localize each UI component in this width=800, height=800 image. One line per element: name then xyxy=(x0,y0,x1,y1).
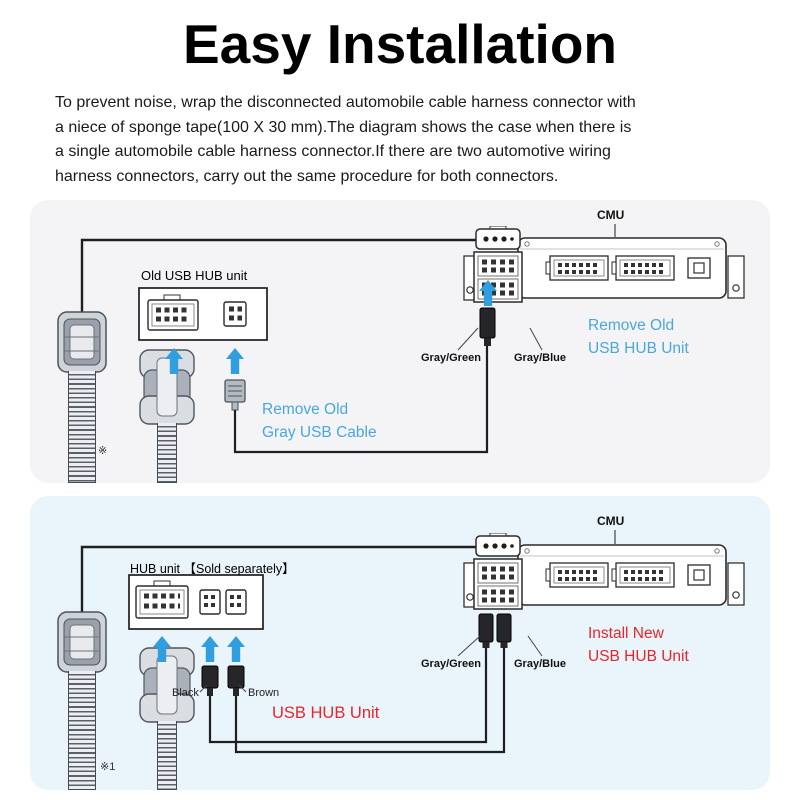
ribbed-cable xyxy=(68,671,96,790)
port-label-gray-blue: Gray/Blue xyxy=(514,658,566,670)
ribbed-cable xyxy=(157,423,177,483)
footnote-mark: ※1 xyxy=(100,761,116,773)
old-setup-diagram xyxy=(57,224,770,454)
black-connector xyxy=(201,665,219,696)
gray-usb-cable-wire xyxy=(233,346,489,454)
cmu-unit-drawing xyxy=(464,533,744,609)
black-label-leader xyxy=(199,684,208,693)
remove-cable-note: Remove Old Gray USB Cable xyxy=(262,398,377,444)
intro-line-1: To prevent noise, wrap the disconnected … xyxy=(55,94,636,111)
intro-line-4: harness connectors, carry out the same p… xyxy=(55,167,559,185)
brown-label-leader xyxy=(238,684,247,693)
new-hub-unit-label: HUB unit 【Sold separately】 xyxy=(130,562,295,576)
page-title: Easy Installation xyxy=(182,13,618,75)
black-connector-label: Black xyxy=(172,687,199,699)
remove-cable-note-line1: Remove Old xyxy=(262,401,349,418)
harness-to-cmu-wire xyxy=(80,545,478,612)
arrow-up-icon xyxy=(226,348,244,374)
usb-plug-at-cmu xyxy=(479,307,496,346)
gray-usb-connector xyxy=(224,379,246,411)
footnote-mark: ※ xyxy=(98,445,108,457)
arrow-up-icon xyxy=(201,636,219,662)
ribbed-cable xyxy=(157,721,177,790)
intro-line-3: a single automobile cable harness connec… xyxy=(55,143,611,160)
port-blue-leader xyxy=(529,327,543,351)
sponge-wrapped-connector xyxy=(139,349,195,425)
remove-cable-note-line2: Gray USB Cable xyxy=(262,424,377,441)
usb-hub-unit-label: USB HUB Unit xyxy=(272,704,380,722)
car-harness-connector xyxy=(57,311,107,373)
port-label-gray-blue: Gray/Blue xyxy=(514,352,566,364)
harness-to-cmu-wire xyxy=(80,238,478,312)
port-green-leader xyxy=(457,327,479,351)
old-hub-unit-drawing xyxy=(139,288,267,340)
sponge-wrapped-connector xyxy=(139,647,195,723)
intro-paragraph: To prevent noise, wrap the disconnected … xyxy=(55,91,755,189)
usb-plug-at-cmu xyxy=(496,613,512,648)
remove-hub-note-line1: Remove Old xyxy=(588,317,675,334)
install-hub-note-line1: Install New xyxy=(588,625,664,642)
car-harness-connector xyxy=(57,611,107,673)
brown-connector xyxy=(227,665,245,696)
ribbed-cable xyxy=(68,371,96,483)
brown-connector-label: Brown xyxy=(248,687,280,699)
intro-line-2: a niece of sponge tape(100 X 30 mm).The … xyxy=(55,118,632,136)
port-green-leader xyxy=(457,635,481,657)
hub-cable-wire-blue xyxy=(234,648,506,754)
remove-hub-note: Remove Old USB HUB Unit xyxy=(588,314,689,360)
old-hub-unit-label: Old USB HUB unit xyxy=(141,268,248,283)
port-label-gray-green: Gray/Green xyxy=(421,658,481,670)
cmu-unit-drawing xyxy=(464,226,744,302)
cmu-label: CMU xyxy=(597,208,625,222)
usb-plug-at-cmu xyxy=(478,613,494,648)
diagram-panel-remove-old: CMU Old USB HUB unit Remove Old USB HUB … xyxy=(30,200,770,483)
install-hub-note: Install New USB HUB Unit xyxy=(588,622,689,668)
remove-hub-note-line2: USB HUB Unit xyxy=(588,340,689,357)
arrow-up-icon xyxy=(227,636,245,662)
install-hub-note-line2: USB HUB Unit xyxy=(588,648,689,665)
diagram-panel-install-new: CMU HUB unit 【Sold separately】 Install N… xyxy=(30,496,770,790)
new-setup-diagram xyxy=(57,530,770,754)
port-blue-leader xyxy=(527,635,543,657)
new-hub-unit-drawing xyxy=(129,575,263,629)
port-label-gray-green: Gray/Green xyxy=(421,352,481,364)
cmu-label: CMU xyxy=(597,514,625,528)
hub-cable-wire-green xyxy=(208,648,488,744)
